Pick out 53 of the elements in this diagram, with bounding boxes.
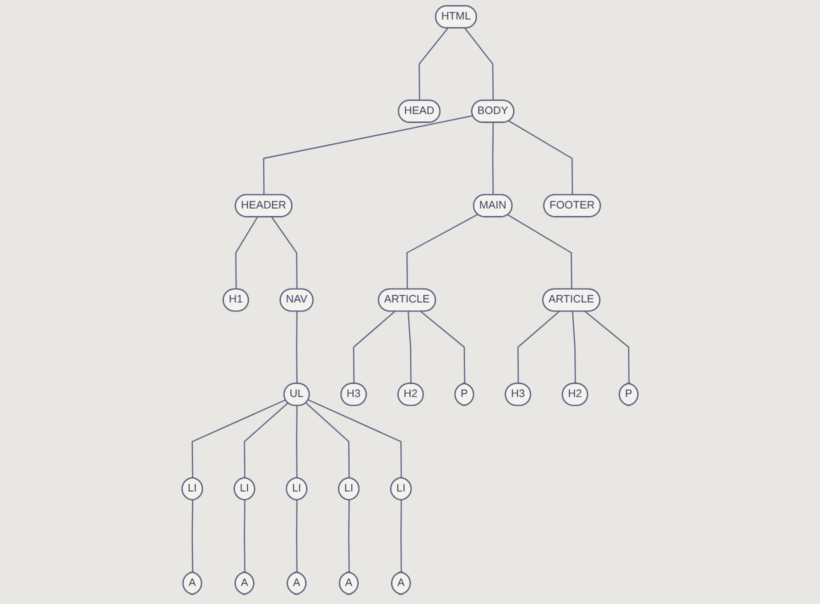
connector-line <box>400 500 402 573</box>
tag-node: HTML <box>435 5 477 28</box>
tag-node: LI <box>182 477 204 500</box>
tag-node: P <box>618 382 638 406</box>
connector-line <box>348 500 350 573</box>
connector-line <box>244 402 288 478</box>
connector-line <box>192 399 286 478</box>
tag-node: A <box>286 572 306 595</box>
connector-line <box>584 310 630 384</box>
connector-line <box>517 310 560 384</box>
connector-line <box>420 310 466 384</box>
connector-line <box>244 500 246 573</box>
tag-node: H2 <box>562 382 588 406</box>
tag-node: LI <box>390 477 412 500</box>
tag-node: H3 <box>504 382 532 406</box>
connector-line <box>418 28 448 101</box>
connector-line <box>492 122 494 195</box>
connector-line <box>235 216 258 290</box>
tag-node: A <box>182 572 202 595</box>
tag-node: P <box>454 382 474 406</box>
tag-node: A <box>391 572 411 595</box>
tag-node: H2 <box>397 382 424 406</box>
tag-node: MAIN <box>473 194 513 218</box>
connector-line <box>464 28 494 101</box>
connector-line <box>296 500 298 573</box>
connector-line <box>408 311 412 384</box>
tag-node: H3 <box>340 382 367 406</box>
connector-line <box>308 399 402 478</box>
connector-line <box>508 120 573 195</box>
tag-node: ARTICLE <box>378 288 436 312</box>
connector-line <box>353 310 396 384</box>
connector-line <box>306 402 350 478</box>
tag-node: A <box>234 572 254 595</box>
tag-node: NAV <box>280 288 314 312</box>
connector-line <box>508 214 572 290</box>
tag-node: LI <box>234 477 256 500</box>
tag-node: ARTICLE <box>542 288 600 312</box>
tag-node: LI <box>338 477 360 500</box>
tag-node: H1 <box>222 288 249 312</box>
connector-line <box>572 311 576 384</box>
connector-line <box>296 311 298 384</box>
connector-line <box>271 216 298 290</box>
tag-node: BODY <box>471 100 514 123</box>
connector-line <box>192 500 194 573</box>
tag-node: A <box>338 572 359 595</box>
tag-node: HEADER <box>234 194 292 218</box>
connector-line <box>263 115 474 195</box>
tag-node: FOOTER <box>543 194 601 218</box>
connector-line <box>296 406 298 478</box>
tag-node: UL <box>283 382 310 406</box>
tag-node: LI <box>286 477 308 500</box>
connector-line <box>406 214 478 290</box>
tag-node: HEAD <box>398 100 440 123</box>
